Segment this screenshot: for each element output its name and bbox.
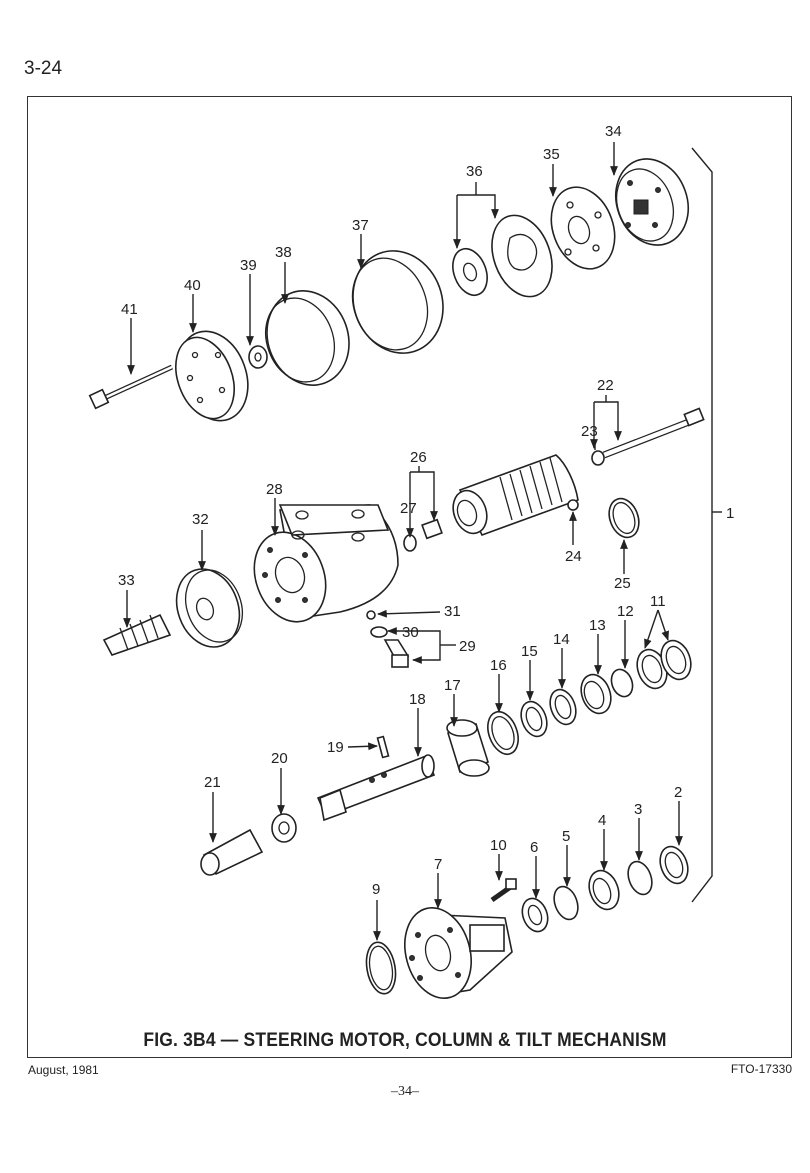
part-5-ring (553, 885, 579, 921)
part-34-rotor-housing (615, 158, 689, 246)
callout-11: 11 (650, 593, 666, 610)
part-11-seal-rings (636, 639, 692, 690)
part-7-flange-housing (404, 907, 513, 999)
part-36-gerotor-set (452, 214, 553, 298)
part-38-sleeve (265, 290, 350, 386)
callout-26: 26 (410, 449, 427, 466)
callout-24: 24 (565, 548, 582, 565)
callout-17: 17 (444, 677, 461, 694)
part-41-bolt (88, 364, 174, 410)
part-21-sleeve (200, 828, 264, 876)
callout-28: 28 (266, 481, 283, 498)
callout-37: 37 (352, 217, 369, 234)
part-14-seal (549, 688, 577, 726)
callout-5: 5 (562, 828, 570, 845)
footer-code: FTO-17330 (730, 1062, 792, 1076)
callout-6: 6 (530, 839, 538, 856)
part-15-seal (520, 700, 548, 738)
page-number: 3-24 (24, 58, 63, 79)
callout-30: 30 (402, 624, 419, 641)
callout-18: 18 (409, 691, 426, 708)
part-4-bearing (588, 869, 620, 911)
group-bracket (691, 147, 713, 903)
callout-36: 36 (466, 163, 483, 180)
part-19-pin (376, 735, 390, 759)
part-22-drive-link (591, 407, 705, 466)
figure-caption: FIG. 3B4 — STEERING MOTOR, COLUMN & TILT… (143, 1030, 667, 1051)
callout-4: 4 (598, 812, 606, 829)
footer-date: August, 1981 (28, 1063, 99, 1077)
part-39-washer (248, 345, 268, 369)
part-2-ring (659, 845, 689, 885)
callout-15: 15 (521, 643, 538, 660)
part-9-o-ring (365, 941, 397, 995)
part-26-spool (452, 454, 579, 536)
part-28-valve-housing (253, 504, 399, 623)
part-6-bushing (521, 897, 549, 933)
part-37-gerotor-housing (351, 250, 444, 354)
part-12-clamp-ring (610, 668, 634, 698)
callout-2: 2 (674, 784, 682, 801)
callout-19: 19 (327, 739, 344, 756)
callout-7: 7 (434, 856, 442, 873)
callout-41: 41 (121, 301, 138, 318)
callout-32: 32 (192, 511, 209, 528)
part-27-pin-sleeve (403, 518, 443, 552)
callout-38: 38 (275, 244, 292, 261)
part-3-snap-ring (627, 860, 653, 896)
part-20-coupling (271, 813, 297, 843)
part-24-ball (567, 499, 579, 511)
callout-14: 14 (553, 631, 570, 648)
callout-31: 31 (444, 603, 461, 620)
callout-25: 25 (614, 575, 631, 592)
part-13-bearing (580, 673, 612, 715)
callout-20: 20 (271, 750, 288, 767)
part-17-bushing (446, 719, 490, 777)
callout-3: 3 (634, 801, 642, 818)
callout-34: 34 (605, 123, 622, 140)
callout-9: 9 (372, 881, 380, 898)
callout-16: 16 (490, 657, 507, 674)
callout-33: 33 (118, 572, 135, 589)
leader-lines (123, 142, 683, 941)
part-25-retaining-ring (608, 497, 640, 539)
callout-12: 12 (617, 603, 634, 620)
part-40-end-cap (175, 330, 249, 422)
callout-35: 35 (543, 146, 560, 163)
part-33-input-shaft (102, 613, 172, 656)
part-32-end-plate (175, 568, 244, 648)
part-18-column-shaft (316, 754, 436, 822)
part-16-o-ring (487, 710, 519, 756)
callout-39: 39 (240, 257, 257, 274)
part-35-spacer-plate (550, 186, 616, 270)
callout-21: 21 (204, 774, 221, 791)
callout-10: 10 (490, 837, 507, 854)
callout-13: 13 (589, 617, 606, 634)
callout-23: 23 (581, 423, 598, 440)
callout-27: 27 (400, 500, 417, 517)
callout-29: 29 (459, 638, 476, 655)
callout-labels: 1 2 3 4 5 6 7 9 10 11 12 13 14 15 16 17 … (118, 123, 734, 898)
footer-page-number: –34– (391, 1084, 419, 1099)
figure-frame (27, 96, 792, 1058)
part-29-relief-valve (366, 610, 410, 668)
callout-1: 1 (726, 505, 734, 522)
part-10-screw (490, 878, 517, 903)
callout-22: 22 (597, 377, 614, 394)
callout-40: 40 (184, 277, 201, 294)
